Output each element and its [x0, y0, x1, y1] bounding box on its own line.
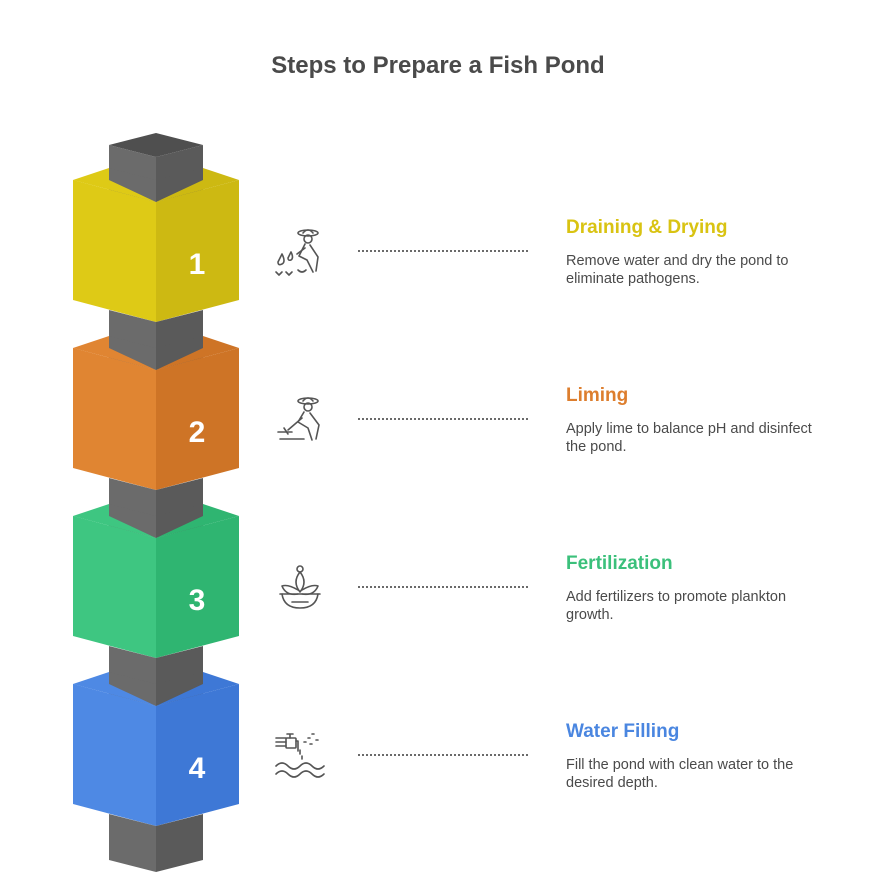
connector-4-right: [156, 814, 203, 872]
connector-through-right-2: [156, 336, 203, 370]
step-number-2: 2: [189, 416, 206, 449]
cube-left-face-1: [73, 180, 156, 322]
cube-right-face-2: [156, 348, 239, 490]
cube-left-face-3: [73, 516, 156, 658]
cube-top-lip-left-2: [73, 336, 156, 370]
cube-left-face-2: [73, 348, 156, 490]
connector-through-left-4: [109, 672, 156, 706]
step-title-draining-drying: Draining & Drying: [566, 217, 728, 238]
connector-dots: [358, 754, 528, 756]
cube-right-face-1: [156, 180, 239, 322]
cube-top-lip-right-2: [156, 336, 239, 370]
cube-top-lip-right-3: [156, 504, 239, 538]
farmer-draining-icon: [272, 224, 328, 280]
cube-left-face-4: [73, 684, 156, 826]
cube-right-face-4: [156, 684, 239, 826]
step-description-draining-drying: Remove water and dry the pond to elimina…: [566, 253, 789, 287]
plant-bowl-icon: [272, 560, 328, 616]
connector-dots: [358, 418, 528, 420]
connector-dots: [358, 586, 528, 588]
step-description-water-filling: Fill the pond with clean water to the de…: [566, 757, 794, 791]
connector-through-left-3: [109, 504, 156, 538]
cube-top-lip-left-1: [73, 168, 156, 202]
water-tap-icon: [272, 728, 328, 784]
connector-through-right-4: [156, 672, 203, 706]
connector-through-left-1: [109, 168, 156, 202]
step-description-liming: Apply lime to balance pH and disinfect t…: [566, 421, 812, 455]
farmer-liming-icon: [272, 392, 328, 448]
cube-right-face-3: [156, 516, 239, 658]
cube-top-lip-right-1: [156, 168, 239, 202]
step-description-fertilization: Add fertilizers to promote plankton grow…: [566, 589, 787, 623]
connector-4-left: [109, 814, 156, 872]
step-number-4: 4: [189, 752, 206, 785]
connector-through-right-1: [156, 168, 203, 202]
page-title: Steps to Prepare a Fish Pond: [271, 52, 605, 79]
step-number-1: 1: [189, 248, 206, 281]
connector-dots: [358, 250, 528, 252]
cube-top-lip-left-4: [73, 672, 156, 706]
connector-through-left-2: [109, 336, 156, 370]
step-title-liming: Liming: [566, 385, 629, 406]
connector-through-right-3: [156, 504, 203, 538]
step-title-fertilization: Fertilization: [566, 553, 673, 574]
step-number-3: 3: [189, 584, 206, 617]
cube-top-lip-left-3: [73, 504, 156, 538]
cube-top-lip-right-4: [156, 672, 239, 706]
step-title-water-filling: Water Filling: [566, 721, 680, 742]
